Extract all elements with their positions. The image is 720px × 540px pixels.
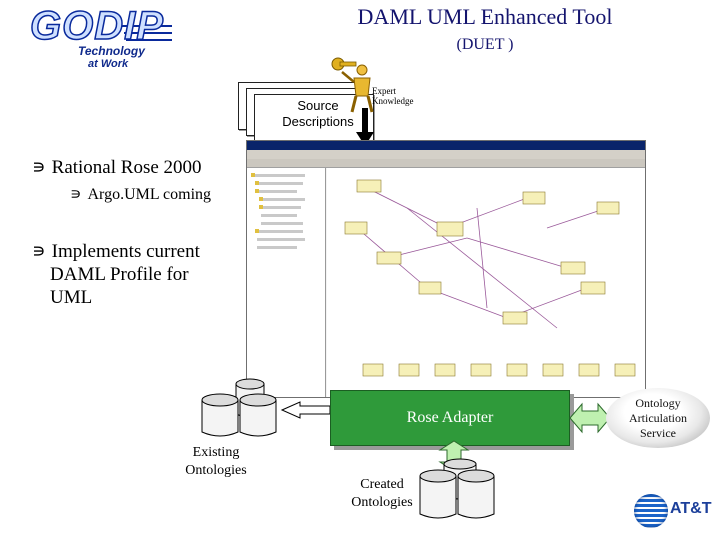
existing-label-line-1: Existing: [192, 445, 240, 460]
database-icon: [419, 469, 457, 519]
diagram-canvas: [327, 168, 645, 397]
bullet-marker: ∍: [32, 157, 46, 178]
godip-logo: GODIP Technology at Work: [26, 3, 176, 70]
logo-graphic: [122, 25, 172, 41]
logo-tagline: Technology: [78, 44, 145, 58]
slide-subtitle: (DUET ): [456, 36, 514, 53]
expert-label-line-1: Expert: [372, 86, 396, 96]
att-globe-icon: [634, 494, 668, 528]
bullet-marker: ∍: [70, 186, 82, 203]
database-icon: [457, 469, 495, 519]
window-menu-bar: [247, 150, 645, 159]
expert-label-line-2: Knowledge: [372, 96, 414, 106]
bullet-text-line-1: Implements current: [51, 241, 200, 262]
source-label-line-1: Source: [297, 98, 339, 113]
logo-word: GODIP: [29, 3, 164, 49]
window-toolbar: [247, 159, 645, 168]
bullet-text-line-3: UML: [50, 287, 93, 308]
existing-ontologies-label: Existing Ontologies: [176, 444, 256, 480]
bullet-argouml: ∍ Argo.UML coming: [70, 184, 211, 204]
key-icon: [331, 57, 357, 71]
existing-label-line-2: Ontologies: [185, 463, 247, 478]
bullet-rational-rose: ∍Rational Rose 2000: [32, 156, 202, 179]
att-brand: AT&T: [670, 500, 712, 517]
created-label-line-1: Created: [360, 477, 404, 492]
created-label-line-2: Ontologies: [351, 495, 413, 510]
bullet-text: Argo.UML coming: [87, 186, 212, 203]
source-label-line-2: Descriptions: [282, 114, 354, 129]
bullet-text-line-2: DAML Profile for: [50, 264, 189, 285]
person-icon: [341, 64, 374, 113]
expert-knowledge-label: Expert Knowledge: [372, 86, 442, 106]
created-ontologies-databases: [419, 458, 495, 519]
bullet-marker: ∍: [32, 241, 46, 262]
bullet-daml-profile: ∍Implements current DAML Profile for UML: [32, 240, 200, 309]
database-icon: [239, 393, 277, 437]
rose-adapter-box: Rose Adapter: [330, 390, 570, 446]
window-title-bar: [247, 141, 645, 150]
logo-tagline-2: at Work: [88, 58, 129, 70]
service-label-line-3: Service: [640, 426, 676, 440]
class-diagram-graphic: [344, 179, 636, 377]
model-tree-graphic: [251, 173, 305, 249]
arrow-right-icon: [280, 401, 331, 419]
service-label-line-1: Ontology: [635, 396, 681, 410]
arrow-down-icon: [356, 108, 374, 146]
rose-screenshot: [246, 140, 646, 398]
existing-ontologies-databases: [201, 378, 331, 437]
database-icon: [201, 393, 239, 437]
rose-adapter-label: Rose Adapter: [406, 409, 494, 426]
created-ontologies-label: Created Ontologies: [340, 476, 424, 512]
bullet-text: Rational Rose 2000: [51, 157, 202, 178]
expert-figure: [331, 57, 374, 146]
slide-title: DAML UML Enhanced Tool: [357, 4, 613, 29]
ontology-articulation-service-label: Ontology Articulation Service: [606, 396, 710, 441]
ontology-articulation-service-shape: [606, 388, 710, 448]
service-label-line-2: Articulation: [629, 411, 687, 425]
model-tree-pane: [247, 168, 326, 397]
source-descriptions-label: Source Descriptions: [268, 98, 368, 130]
